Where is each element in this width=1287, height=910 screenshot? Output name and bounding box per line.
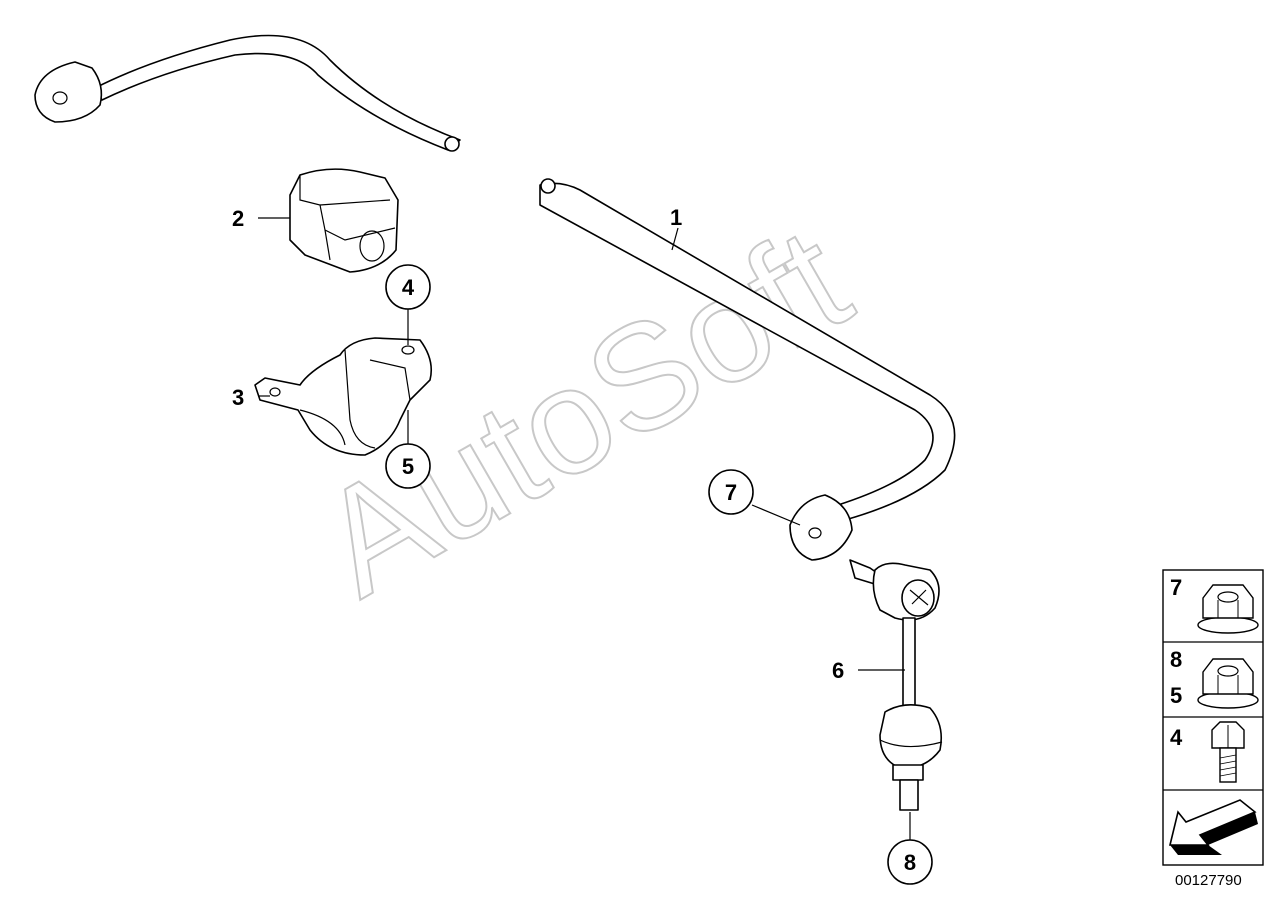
stabilizer-link[interactable]	[849, 559, 943, 811]
callout-5-label: 5	[402, 454, 414, 479]
callout-7[interactable]: 7	[708, 469, 754, 515]
callout-8-label: 8	[904, 850, 916, 875]
callout-7-circle	[708, 469, 754, 515]
callout-6-label: 6	[832, 658, 844, 683]
callout-8[interactable]: 8	[887, 839, 933, 885]
callout-3-label: 3	[232, 385, 244, 410]
callout-7-label: 7	[725, 480, 737, 505]
legend-row2b-label: 5	[1170, 683, 1182, 708]
callout-1[interactable]: 1	[670, 205, 682, 230]
legend-row-hex-nut[interactable]: 8 5	[1170, 647, 1259, 709]
legend-row1-label: 7	[1170, 575, 1182, 600]
legend-row3-label: 4	[1170, 725, 1183, 750]
rubber-mounting[interactable]	[289, 168, 399, 273]
hex-nut-icon	[1197, 658, 1259, 709]
hex-bolt-icon	[1211, 721, 1245, 783]
legend-row2a-label: 8	[1170, 647, 1182, 672]
direction-arrow-icon	[1168, 799, 1258, 855]
document-number: 00127790	[1175, 872, 1242, 889]
stabilizer-bar-left[interactable]	[34, 34, 461, 152]
fastener-legend: 7 8 5 4	[1162, 569, 1264, 866]
callout-4-label: 4	[402, 275, 415, 300]
callout-3[interactable]: 3	[232, 385, 244, 410]
self-locking-nut-icon	[1197, 584, 1259, 634]
callout-1-label: 1	[670, 205, 682, 230]
callout-5-circle	[385, 443, 431, 489]
callout-6[interactable]: 6	[832, 658, 844, 683]
callout-5[interactable]: 5	[385, 443, 431, 489]
callout-4-circle	[385, 264, 431, 310]
legend-row-hex-bolt[interactable]: 4	[1170, 721, 1245, 783]
callout-2-label: 2	[232, 206, 244, 231]
callout-4[interactable]: 4	[385, 264, 431, 310]
callout-8-circle	[887, 839, 933, 885]
leader-lines	[258, 217, 911, 840]
bracket[interactable]	[254, 337, 433, 456]
legend-row-self-locking-nut[interactable]: 7	[1170, 575, 1259, 634]
stabilizer-bar-right[interactable]	[539, 178, 956, 561]
callout-2[interactable]: 2	[232, 206, 244, 231]
